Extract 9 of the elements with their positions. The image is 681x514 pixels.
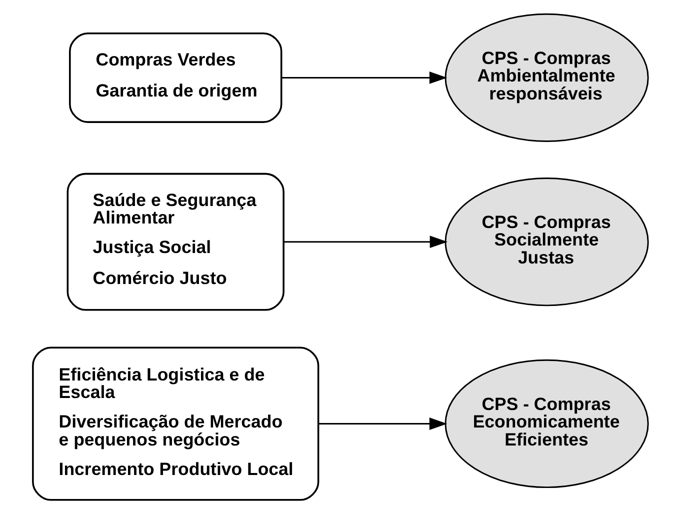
node-ellipse: CPS - Compras Economicamente Eficientes: [444, 359, 649, 488]
node-ellipse: CPS - Compras Ambientalmente responsáveis: [444, 13, 649, 142]
node-box: Compras Verdes Garantia de origem: [69, 32, 282, 123]
arrow: [318, 418, 448, 430]
node-box: Eficiência Logistica e de Escala Diversificação de Mercado e pequenos negócios Incremento Produtivo Local: [32, 346, 320, 501]
node-box: Saúde e Segurança Alimentar Justiça Social Comércio Justo: [66, 172, 284, 311]
node-ellipse: CPS - Compras Socialmente Justas: [444, 178, 649, 306]
arrow: [284, 236, 448, 248]
arrow: [282, 71, 448, 84]
